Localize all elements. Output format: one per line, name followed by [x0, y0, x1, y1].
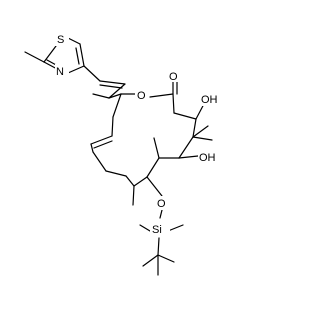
label-hydroxyl-top: OH — [201, 94, 218, 106]
bond-vinyl-double — [99, 84, 123, 89]
bond-s-c5 — [67, 37, 81, 45]
bond-o-si — [159, 209, 163, 219]
bond-c4-c5 — [178, 136, 194, 159]
label-silicon: Si — [152, 224, 162, 236]
bond-c7-o — [146, 176, 163, 197]
substituents — [132, 101, 213, 206]
bond-c3-c4 — [192, 118, 197, 138]
methyl-c8 — [132, 185, 135, 206]
label-thiazole-n: N — [56, 66, 64, 78]
atom-labels: S N O O OH OH O Si — [55, 32, 222, 236]
si-methyl-right — [167, 224, 184, 232]
tbu-methyl-left — [142, 254, 159, 267]
thiazole-ring — [24, 37, 85, 74]
bond-c2-s — [43, 45, 57, 63]
bond-c11-c12 — [90, 143, 94, 153]
molecule-structure: S N O O OH OH O Si — [24, 32, 222, 276]
methyl-to-c2 — [24, 51, 45, 63]
tbu-methyl-right — [157, 254, 175, 263]
bond-vinyl-ch — [99, 80, 126, 85]
si-to-tertbutyl — [157, 237, 160, 256]
methyl-c4-a — [192, 125, 209, 138]
methyl-c4-b — [192, 136, 213, 141]
vinyl-linker — [83, 65, 126, 99]
methyl-c6 — [153, 137, 160, 159]
bond-c5-c4-double — [75, 47, 80, 65]
bond-c1-c2 — [172, 93, 175, 114]
methyl-on-vinyl — [92, 93, 110, 99]
bond-c4-vinyl — [83, 65, 101, 82]
bond-c8-c9 — [125, 175, 135, 187]
bond-vinyl-to-quaternary — [108, 83, 126, 99]
bond-quaternary-to-c15 — [108, 93, 122, 99]
tbs-group — [139, 209, 184, 276]
bond-c15-c16 — [112, 93, 122, 118]
si-methyl-left — [139, 224, 151, 232]
macrocycle-ring — [90, 79, 197, 187]
label-hydroxyl-mid: OH — [199, 152, 216, 164]
bond-c7-c8 — [133, 176, 148, 187]
bond-c12-c13-double — [93, 140, 113, 149]
bond-c10-c11 — [92, 151, 107, 172]
label-silyl-ether-oxygen: O — [157, 198, 166, 210]
bond-c5-c4 — [79, 43, 85, 67]
bond-c6-c7 — [146, 157, 160, 178]
bond-c13-c14 — [111, 116, 114, 137]
bond-c4-n — [67, 65, 85, 74]
bond-c2-c3 — [173, 112, 197, 120]
label-carbonyl-oxygen: O — [169, 71, 178, 83]
label-ester-oxygen: O — [137, 90, 146, 102]
label-thiazole-s: S — [57, 34, 64, 46]
bond-c5-oh — [178, 155, 199, 159]
bond-o-c1 — [149, 93, 174, 98]
bond-c9-c10 — [105, 170, 127, 177]
bond-c12-c13 — [90, 135, 113, 145]
